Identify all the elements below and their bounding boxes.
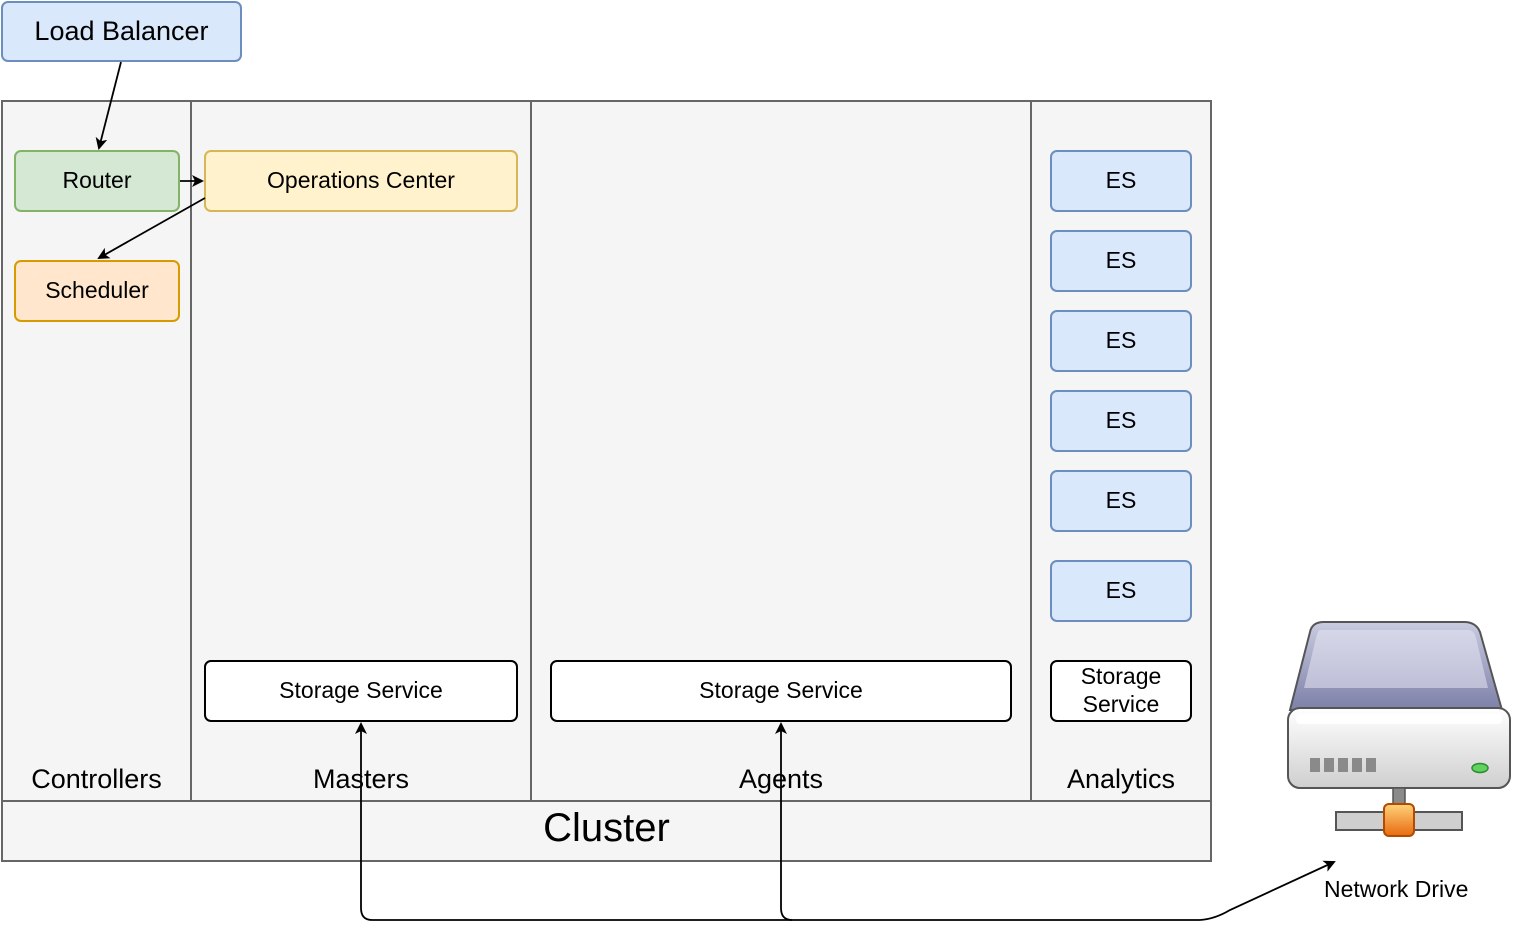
operations-center-node[interactable]: Operations Center — [204, 150, 518, 212]
network-drive-icon[interactable] — [1284, 618, 1514, 850]
load-balancer-node[interactable]: Load Balancer — [1, 1, 242, 62]
agents-storage-service-node[interactable]: Storage Service — [550, 660, 1012, 722]
edge-operations-center-scheduler — [97, 197, 206, 259]
analytics-storage-label-line2: Service — [1082, 691, 1160, 717]
analytics-storage-label-line1: Storage — [1080, 663, 1162, 690]
es-node[interactable]: ES — [1050, 150, 1192, 212]
edge-drive-masters-storage — [355, 722, 1200, 921]
es-node[interactable]: ES — [1050, 310, 1192, 372]
analytics-storage-service-node[interactable]: Storage Service — [1050, 660, 1192, 722]
es-node[interactable]: ES — [1050, 230, 1192, 292]
network-drive-label: Network Drive — [1324, 876, 1469, 902]
router-node[interactable]: Router — [14, 150, 180, 212]
cluster-label: Cluster — [543, 806, 670, 850]
scheduler-node[interactable]: Scheduler — [14, 260, 180, 322]
es-node[interactable]: ES — [1050, 390, 1192, 452]
edge-storage-network-drive — [1199, 860, 1336, 921]
es-node[interactable]: ES — [1050, 560, 1192, 622]
masters-storage-service-node[interactable]: Storage Service — [204, 660, 518, 722]
es-node[interactable]: ES — [1050, 470, 1192, 532]
analytics-label: Analytics — [1066, 764, 1176, 794]
controllers-column — [1, 100, 192, 802]
controllers-label: Controllers — [31, 764, 162, 794]
edge-loadbalancer-router — [95, 61, 122, 150]
edge-drive-agents-storage — [775, 722, 793, 921]
